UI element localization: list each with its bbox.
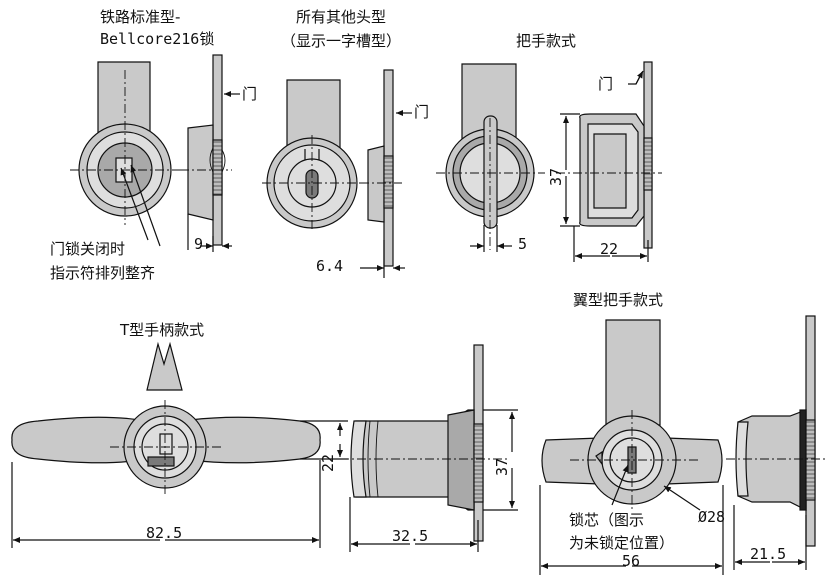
- railway-lock-front-view: [70, 61, 180, 225]
- other-title-line1: 所有其他头型: [296, 8, 387, 26]
- other-title-line2: （显示一字槽型）: [281, 32, 402, 50]
- handle-lock-front-view: [436, 63, 545, 252]
- slotted-lock-front-view: [262, 79, 362, 232]
- dim-22-t-handle: 22: [319, 453, 337, 472]
- dim-37-handle: 37: [547, 167, 565, 186]
- door-label-handle: 门: [598, 75, 614, 93]
- dim-32-5: 32.5: [392, 527, 429, 545]
- slotted-lock-side-view: [360, 69, 412, 278]
- railway-title-line1: 铁路标准型-: [100, 8, 181, 26]
- railway-title-line2: Bellcore216锁: [100, 30, 215, 48]
- wing-handle-side-view: [726, 315, 826, 570]
- dim-6-4: 6.4: [316, 257, 344, 275]
- wing-handle-title: 翼型把手款式: [573, 291, 664, 309]
- dim-56: 56: [622, 552, 641, 570]
- lock-core-note-line2: 为未锁定位置）: [569, 534, 675, 552]
- t-handle-title: T型手柄款式: [120, 321, 205, 339]
- dim-diameter-28: Ø28: [698, 508, 726, 526]
- dim-37-t-handle: 37: [493, 457, 511, 476]
- wing-handle-front-view: [539, 319, 724, 575]
- t-handle-side-view: [340, 344, 518, 552]
- railway-lock-side-view: [180, 54, 240, 252]
- lock-core-note-line1: 锁芯（图示: [569, 511, 645, 529]
- dim-5: 5: [518, 235, 528, 253]
- door-label-railway: 门: [242, 85, 258, 103]
- t-handle-front-view: [11, 341, 348, 548]
- dim-9: 9: [194, 235, 204, 253]
- handle-lock-side-view: [556, 61, 662, 262]
- dim-82-5: 82.5: [146, 524, 183, 542]
- indicator-note-line2: 指示符排列整齐: [50, 264, 156, 282]
- door-label-slotted: 门: [414, 103, 430, 121]
- handle-style-title: 把手款式: [516, 32, 577, 50]
- dim-21-5: 21.5: [750, 545, 787, 563]
- indicator-note-line1: 门锁关闭时: [50, 240, 126, 258]
- dim-22-handle: 22: [600, 240, 619, 258]
